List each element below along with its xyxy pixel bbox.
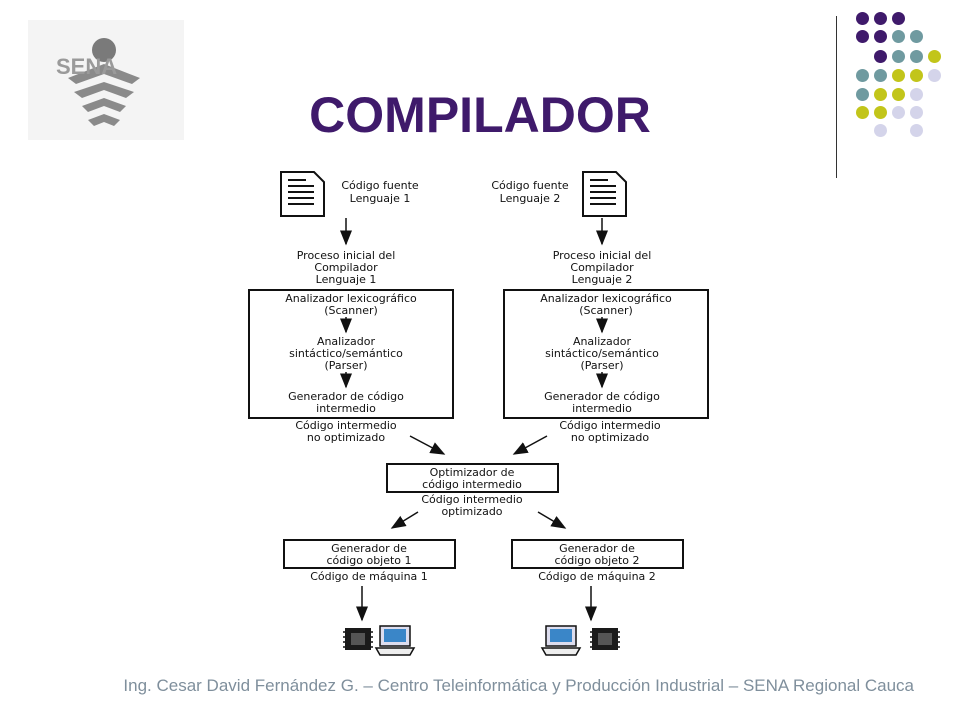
right-generator-line2: intermedio (572, 402, 632, 415)
optimized-line1: Código intermedio (421, 493, 523, 506)
sena-logo-text: SENA (56, 54, 117, 79)
left-parser-line1: Analizador (317, 335, 376, 348)
left-object-box (283, 539, 456, 569)
decorative-line (836, 16, 837, 178)
decorative-dot (892, 69, 905, 82)
decorative-dot (874, 88, 887, 101)
right-scanner-line2: (Scanner) (579, 304, 633, 317)
left-object-line1: Generador de (331, 542, 407, 555)
chip-icon (343, 628, 373, 650)
right-not-optimized-line2: no optimizado (571, 431, 650, 444)
left-front-end-box (248, 289, 454, 419)
left-scanner-line1: Analizador lexicográfico (285, 292, 417, 305)
left-parser-line3: (Parser) (324, 359, 367, 372)
decorative-dot (910, 50, 923, 63)
decorative-dot (910, 69, 923, 82)
decorative-dot (856, 69, 869, 82)
right-init-line3: Lenguaje 2 (572, 273, 633, 286)
right-init-line2: Compilador (570, 261, 634, 274)
right-object-line2: código objeto 2 (554, 554, 639, 567)
left-not-optimized-line2: no optimizado (307, 431, 386, 444)
left-parser-line2: sintáctico/semántico (289, 347, 403, 360)
slide-footer: Ing. Cesar David Fernández G. – Centro T… (123, 676, 914, 695)
arrow (390, 511, 419, 529)
decorative-dot (856, 88, 869, 101)
left-init-line2: Compilador (314, 261, 378, 274)
optimizer-line1: Optimizador de (430, 466, 515, 479)
right-source-line2: Lenguaje 2 (500, 192, 561, 205)
document-icon (280, 171, 325, 217)
decorative-dot (892, 88, 905, 101)
computer-icon (374, 625, 416, 656)
computer-icon (540, 625, 582, 656)
right-scanner-line1: Analizador lexicográfico (540, 292, 672, 305)
left-init-line1: Proceso inicial del (297, 249, 396, 262)
arrow (409, 435, 446, 455)
right-init-line1: Proceso inicial del (553, 249, 652, 262)
decorative-dot (874, 30, 887, 43)
optimizer-box (386, 463, 559, 493)
right-not-optimized-line1: Código intermedio (559, 419, 661, 432)
optimized-line2: optimizado (441, 505, 502, 518)
decorative-dot (892, 106, 905, 119)
left-generator-line2: intermedio (316, 402, 376, 415)
left-machine-label: Código de máquina 1 (310, 570, 428, 583)
right-generator-line1: Generador de código (544, 390, 660, 403)
arrow (512, 435, 548, 455)
sena-logo: SENA (28, 20, 184, 140)
decorative-dot (892, 12, 905, 25)
decorative-dot (910, 88, 923, 101)
right-front-end-box (503, 289, 709, 419)
decorative-dot (928, 69, 941, 82)
right-parser-line3: (Parser) (580, 359, 623, 372)
decorative-dot (910, 106, 923, 119)
right-object-box (511, 539, 684, 569)
decorative-dot (874, 106, 887, 119)
left-generator-line1: Generador de código (288, 390, 404, 403)
document-icon (582, 171, 627, 217)
decorative-dot (892, 30, 905, 43)
left-not-optimized-line1: Código intermedio (295, 419, 397, 432)
optimizer-line2: código intermedio (422, 478, 522, 491)
left-scanner-line2: (Scanner) (324, 304, 378, 317)
decorative-dot (874, 12, 887, 25)
arrow (537, 511, 567, 529)
decorative-dot (874, 69, 887, 82)
right-machine-label: Código de máquina 2 (538, 570, 656, 583)
decorative-dot (928, 50, 941, 63)
slide-title: COMPILADOR (309, 87, 651, 143)
right-parser-line1: Analizador (573, 335, 632, 348)
left-source-line2: Lenguaje 1 (350, 192, 411, 205)
right-object-line1: Generador de (559, 542, 635, 555)
decorative-dot (910, 30, 923, 43)
decorative-dot (874, 50, 887, 63)
left-init-line3: Lenguaje 1 (316, 273, 377, 286)
left-object-line2: código objeto 1 (326, 554, 411, 567)
decorative-dot (856, 12, 869, 25)
chip-icon (590, 628, 620, 650)
right-source-line1: Código fuente (491, 179, 569, 192)
decorative-dot (910, 124, 923, 137)
decorative-dot (856, 106, 869, 119)
left-source-line1: Código fuente (341, 179, 419, 192)
decorative-dot (892, 50, 905, 63)
decorative-dot (874, 124, 887, 137)
right-parser-line2: sintáctico/semántico (545, 347, 659, 360)
decorative-dot (856, 30, 869, 43)
